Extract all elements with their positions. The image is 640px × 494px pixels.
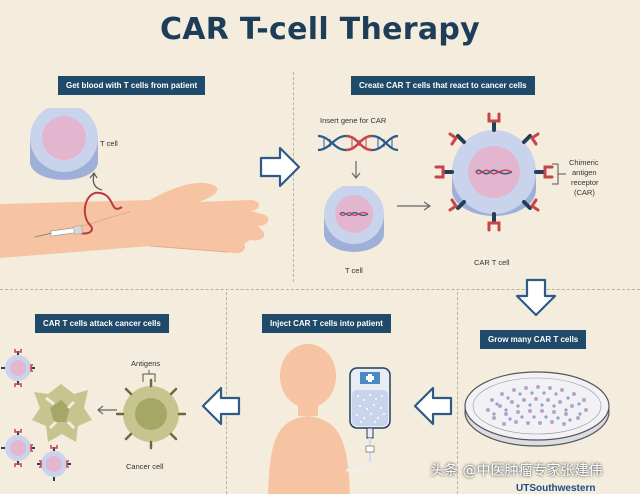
big-arrow-left-icon-middle <box>201 386 241 426</box>
iv-bag-illustration <box>345 367 391 472</box>
car-bracket-icon <box>552 163 566 185</box>
insert-gene-label: Insert gene for CAR <box>320 116 387 125</box>
cancer-cell-label: Cancer cell <box>126 462 164 471</box>
curved-arrow-icon <box>89 171 103 191</box>
petri-dish-illustration <box>464 371 610 447</box>
page-title: CAR T-cell Therapy <box>159 12 481 47</box>
blood-tube-icon <box>34 191 123 238</box>
chimeric-label-4: (CAR) <box>574 188 595 197</box>
chimeric-label-2: antigen <box>572 168 597 177</box>
utsouthwestern-logo: UTSouthwestern <box>516 483 596 494</box>
divider-middle-horizontal <box>0 289 640 290</box>
step-inject-label: Inject CAR T cells into patient <box>262 314 391 333</box>
divider-bottom-left <box>226 292 227 494</box>
big-arrow-left-icon-right <box>413 386 453 426</box>
cancer-cell-illustration <box>116 378 186 450</box>
dna-icon <box>317 134 399 152</box>
attacked-cancer-cell-illustration <box>32 384 92 442</box>
step-create-car-label: Create CAR T cells that react to cancer … <box>351 76 535 95</box>
step-attack-label: CAR T cells attack cancer cells <box>35 314 169 333</box>
arrow-right-icon-small <box>397 201 432 211</box>
car-t-cell-small-1 <box>1 349 35 387</box>
divider-top-vertical <box>293 72 294 282</box>
small-arrow-left-icon <box>97 405 117 415</box>
step-grow-label: Grow many CAR T cells <box>480 330 587 349</box>
car-t-cell-illustration <box>434 112 554 232</box>
big-arrow-right-icon-top <box>259 146 301 188</box>
arrow-down-icon-small <box>351 161 361 179</box>
t-cell-label-mid: T cell <box>345 266 363 275</box>
patient-silhouette <box>268 344 350 494</box>
antigens-label: Antigens <box>131 359 161 368</box>
step-get-blood-label: Get blood with T cells from patient <box>58 76 206 95</box>
t-cell-illustration-mid <box>324 186 384 252</box>
big-arrow-down-icon <box>515 278 557 317</box>
divider-bottom-right <box>457 292 458 494</box>
car-t-cell-small-3 <box>37 445 71 481</box>
chimeric-label-3: receptor <box>571 178 599 187</box>
chimeric-label-1: Chimeric <box>569 158 599 167</box>
t-cell-illustration-top <box>30 108 98 180</box>
car-t-cell-small-2 <box>1 429 35 467</box>
car-t-cell-label: CAR T cell <box>474 258 510 267</box>
t-cell-label-top: T cell <box>100 139 118 148</box>
watermark-text: 头条 @中医肿瘤专家张建伟 <box>430 463 603 479</box>
antigen-bracket-icon <box>142 370 156 382</box>
